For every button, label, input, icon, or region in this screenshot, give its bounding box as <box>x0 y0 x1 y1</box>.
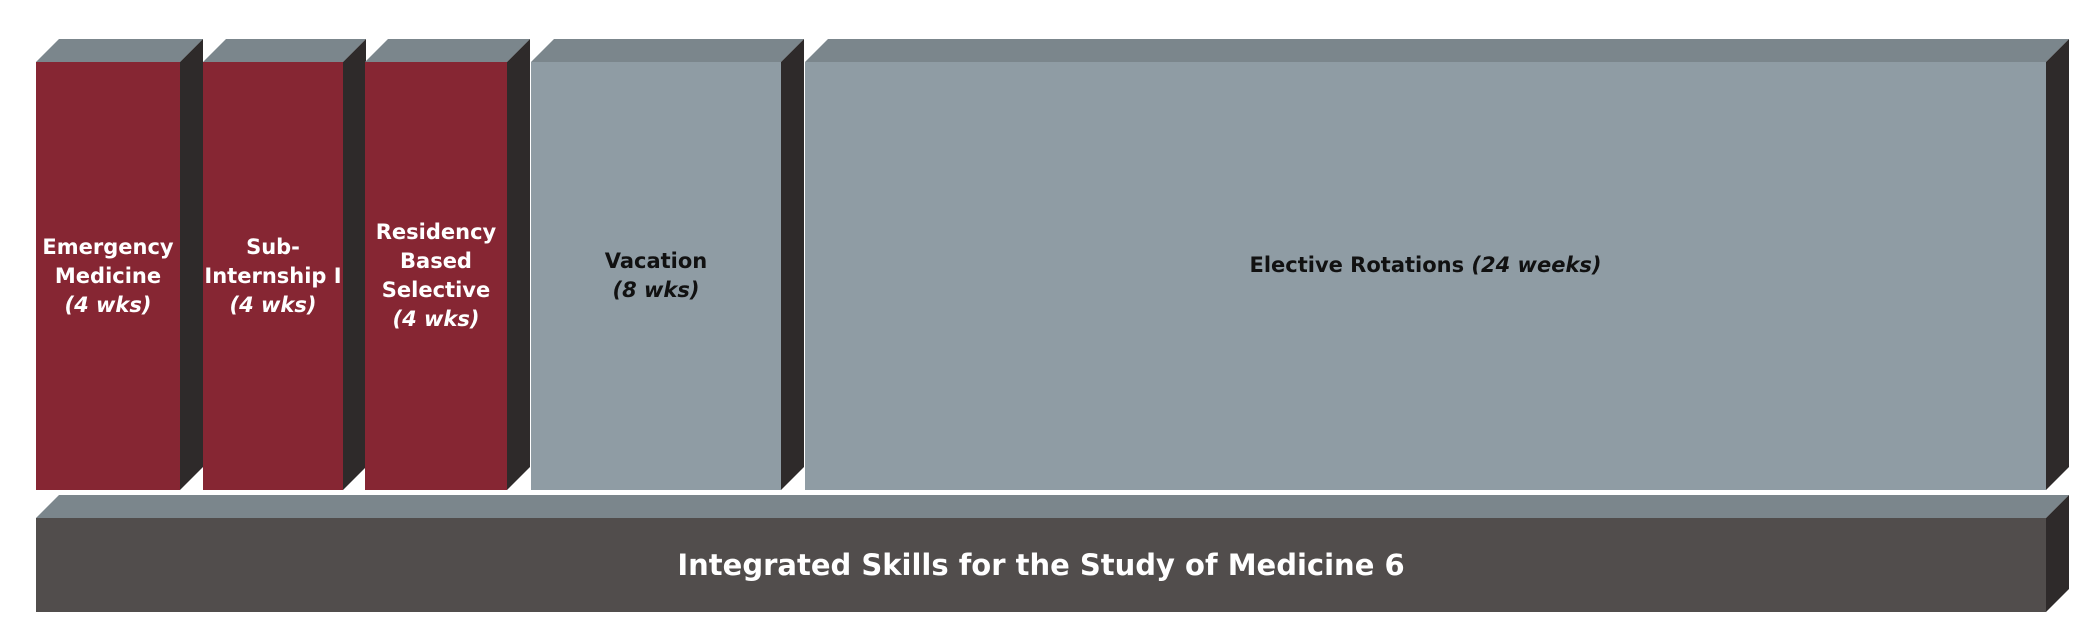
block-elective-top <box>805 39 2069 62</box>
block-subinternship-front <box>203 62 343 490</box>
duration-label: (4 wks) <box>229 292 317 317</box>
duration-label: (8 wks) <box>612 278 700 302</box>
block-vacation-side <box>781 39 804 490</box>
block-subinternship-side <box>343 39 366 490</box>
base-label-text: Integrated Skills for the Study of Medic… <box>677 548 1405 582</box>
base-bar-front <box>36 518 2046 612</box>
duration-label: (4 wks) <box>64 292 152 317</box>
block-residency-top <box>365 39 530 62</box>
label-line: Vacation <box>604 249 708 273</box>
block-emergency-front <box>36 62 180 490</box>
block-residency-front <box>365 62 507 490</box>
block-vacation-top <box>531 39 804 62</box>
duration-label: (24 weeks) <box>1471 253 1602 277</box>
block-vacation-front <box>531 62 781 490</box>
label-line: Medicine <box>54 263 162 288</box>
label-line: Elective Rotations <box>1249 253 1465 277</box>
label-line: Based <box>400 249 472 273</box>
block-emergency-top <box>36 39 203 62</box>
label-line: Sub- <box>246 234 300 259</box>
block-elective-front <box>805 62 2046 490</box>
block-label-emergency: Emergency Medicine (4 wks) <box>36 62 180 490</box>
base-bar-side <box>2046 495 2069 612</box>
label-line: Internship I <box>204 263 342 288</box>
block-label-subinternship: Sub- Internship I (4 wks) <box>203 62 343 490</box>
block-subinternship-top <box>203 39 366 62</box>
label-line: Residency <box>375 220 497 244</box>
block-label-residency: Residency Based Selective (4 wks) <box>365 62 507 490</box>
block-label-elective: Elective Rotations (24 weeks) <box>805 62 2046 490</box>
base-bar-top <box>36 495 2069 518</box>
block-residency-side <box>507 39 530 490</box>
label-line: Emergency <box>42 234 174 259</box>
label-line: Selective <box>381 278 491 302</box>
base-label: Integrated Skills for the Study of Medic… <box>36 518 2046 612</box>
block-emergency-side <box>180 39 203 490</box>
block-elective-side <box>2046 39 2069 490</box>
block-label-vacation: Vacation (8 wks) <box>531 62 781 490</box>
duration-label: (4 wks) <box>392 307 480 331</box>
